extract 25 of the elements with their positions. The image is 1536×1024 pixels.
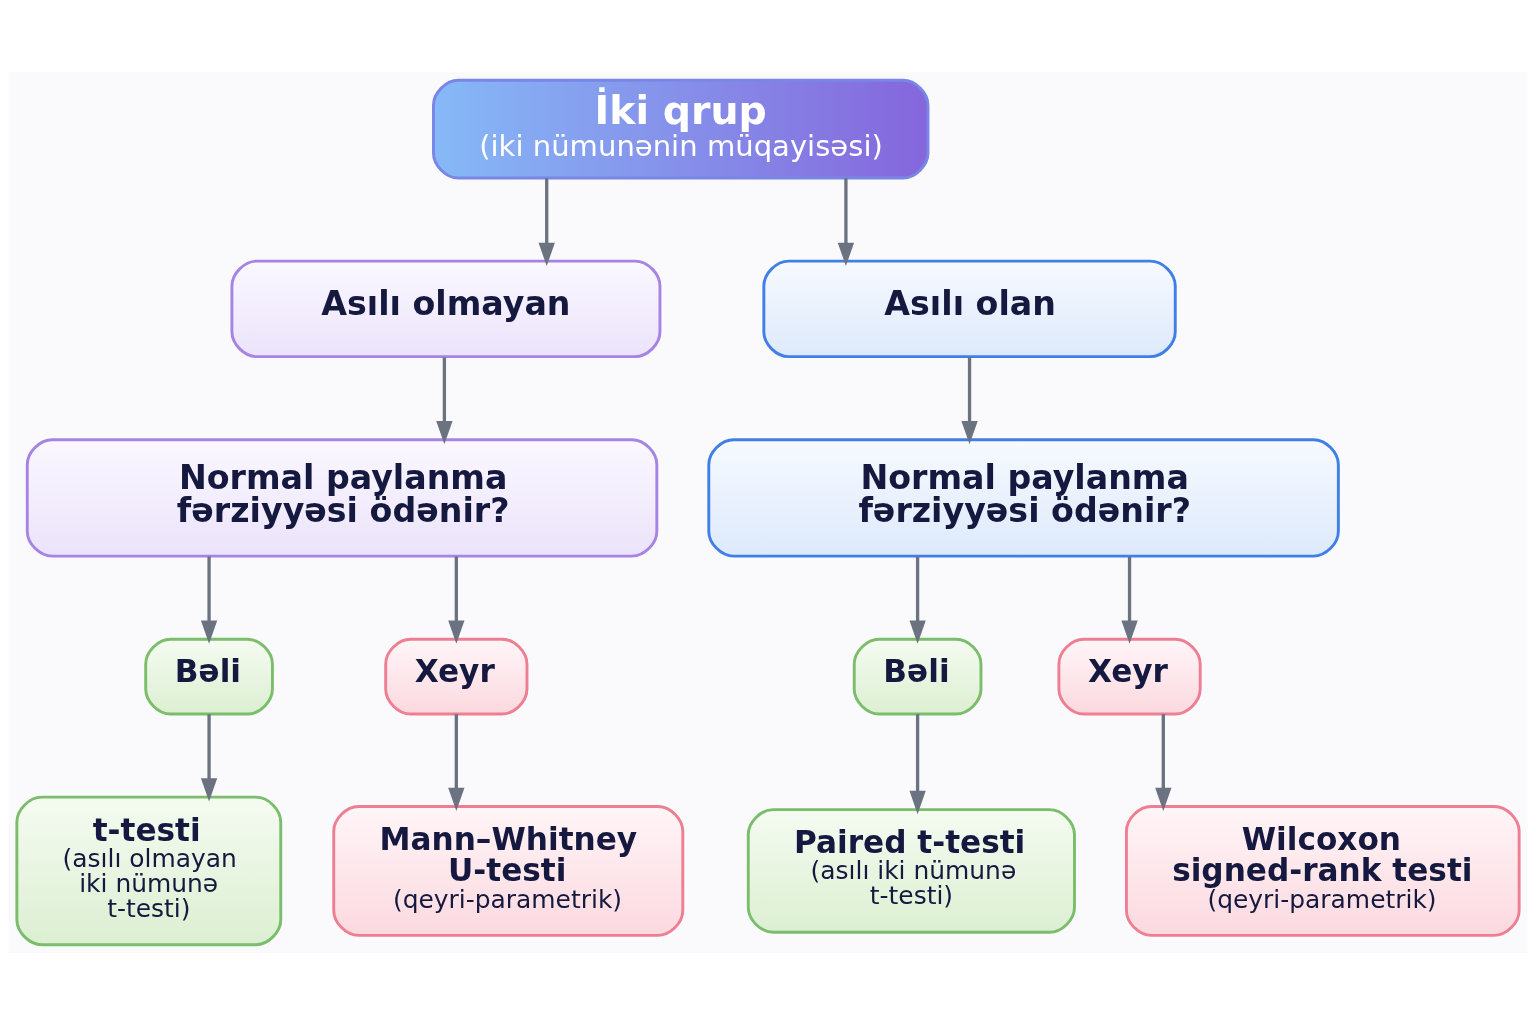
node-box: Mann–Whitney U-testi (qeyri-parametrik) (332, 804, 685, 937)
node-box: İki qrup (iki nümunənin müqayisəsi) (432, 78, 930, 179)
arrow (909, 713, 926, 814)
arrow (448, 555, 465, 644)
node-box: Wilcoxon signed-rank testi (qeyri-parametrik) (1124, 804, 1521, 937)
arrow (436, 357, 453, 444)
node-box: Asılı olan (762, 259, 1177, 358)
node-box: Asılı olmayan (230, 259, 662, 358)
node-box: Bəli (852, 637, 983, 715)
arrow (1155, 713, 1172, 811)
arrow (837, 177, 855, 266)
node-box: Normal paylanma fərziyyəsi ödənir? (25, 437, 659, 558)
arrow (538, 177, 555, 266)
node-box: Normal paylanma fərziyyəsi ödənir? (707, 437, 1340, 558)
node-box: Paired t-testi (asılı iki nümunə t-testi) (746, 807, 1076, 934)
arrow (200, 713, 218, 802)
node-box: Xeyr (384, 637, 529, 715)
arrow (909, 555, 926, 644)
arrow (961, 357, 978, 444)
arrow (200, 555, 218, 644)
arrow (448, 713, 465, 811)
node-box: Xeyr (1057, 637, 1202, 715)
node-box: Bəli (144, 637, 274, 715)
node-box: t-testi (asılı olmayan iki nümunə t-testi) (15, 795, 283, 946)
arrow (1121, 555, 1138, 644)
